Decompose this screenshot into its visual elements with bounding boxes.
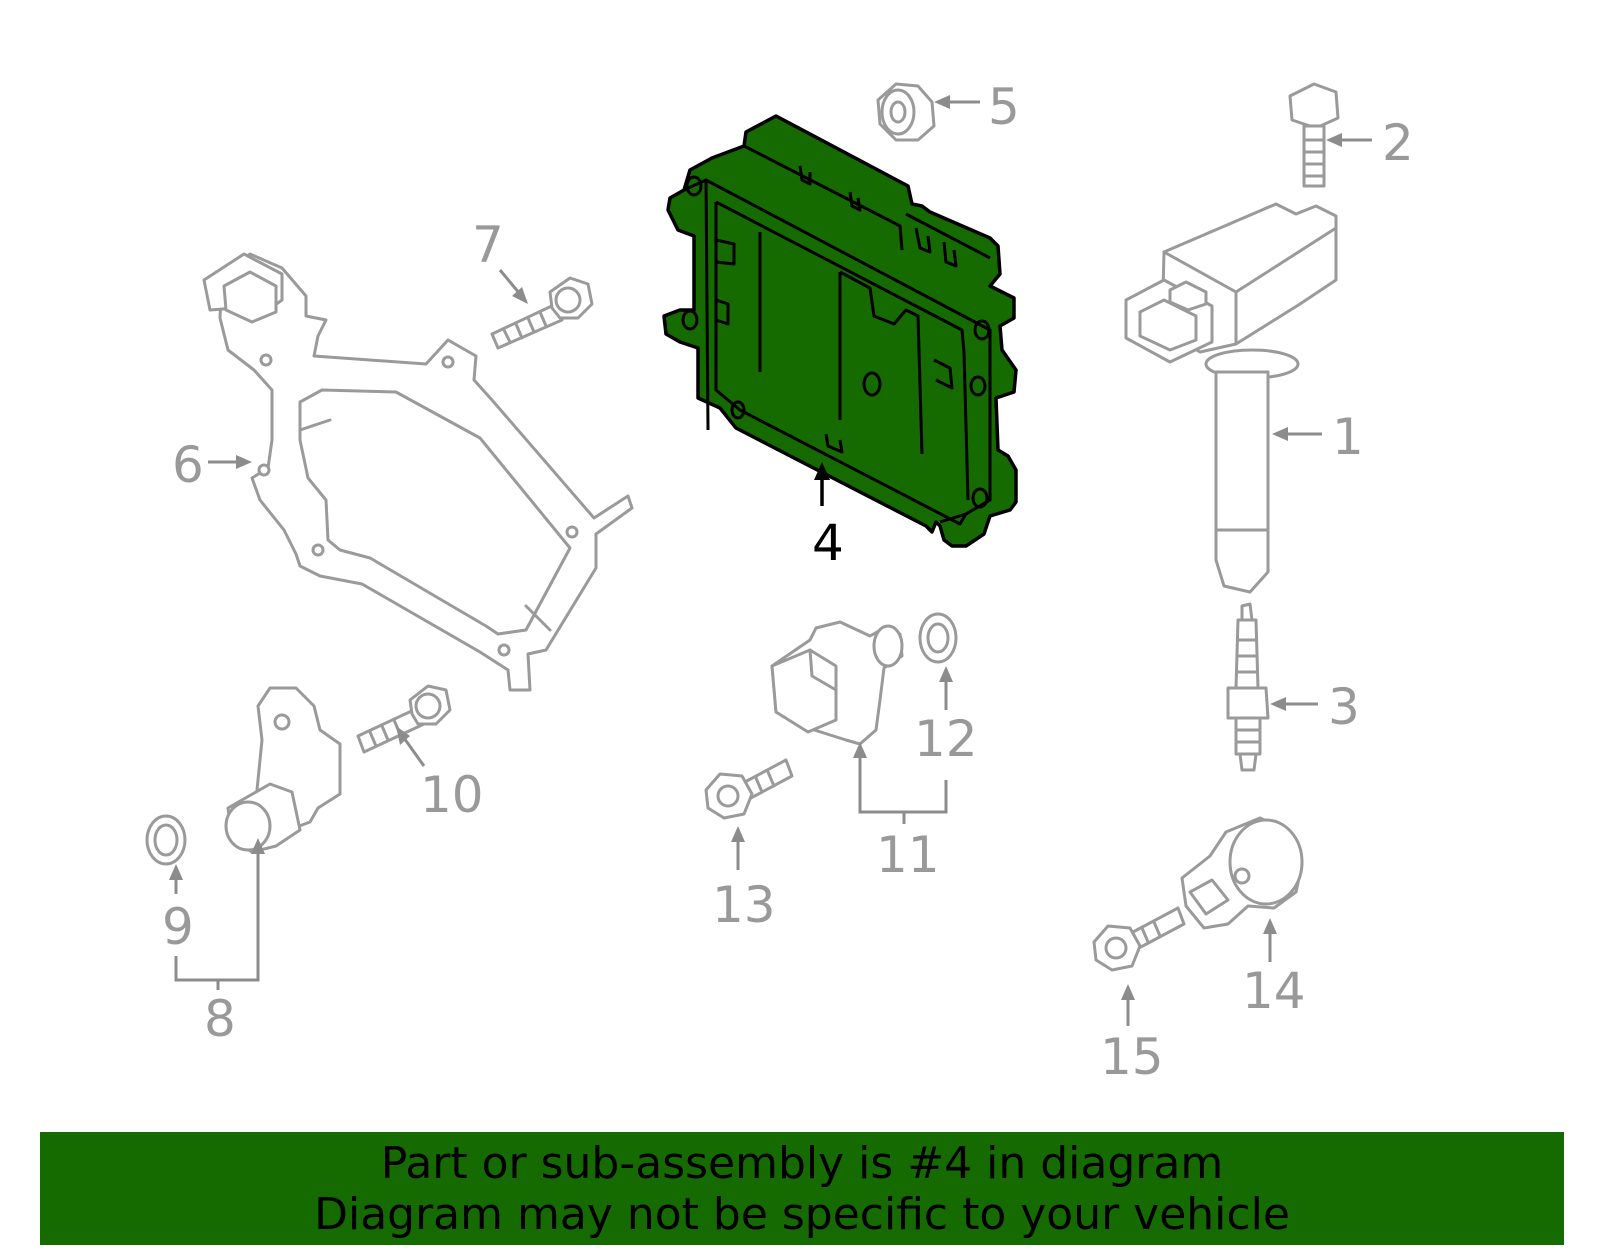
part-15-bolt[interactable] xyxy=(1092,906,1186,972)
callout-5[interactable]: 5 xyxy=(988,78,1020,136)
part-6-bracket[interactable] xyxy=(202,252,634,692)
part-8-sensor[interactable] xyxy=(224,686,342,854)
callout-14[interactable]: 14 xyxy=(1242,962,1306,1020)
part-5-nut[interactable] xyxy=(876,82,936,142)
banner-line-part-info: Part or sub-assembly is #4 in diagram xyxy=(380,1137,1224,1189)
part-10-bolt[interactable] xyxy=(356,684,452,754)
callout-3[interactable]: 3 xyxy=(1328,678,1360,736)
callout-11[interactable]: 11 xyxy=(876,826,940,884)
callout-labels: 1 2 3 4 5 6 7 8 9 10 11 12 13 14 15 xyxy=(162,78,1414,1086)
callout-12[interactable]: 12 xyxy=(914,710,978,768)
callout-1[interactable]: 1 xyxy=(1332,408,1364,466)
part-11-sensor[interactable] xyxy=(770,620,904,746)
part-3-spark-plug[interactable] xyxy=(1226,602,1270,772)
part-13-bolt[interactable] xyxy=(704,758,794,820)
callout-8[interactable]: 8 xyxy=(204,990,236,1048)
leader-lines xyxy=(169,95,1372,1026)
callout-13[interactable]: 13 xyxy=(712,876,776,934)
callout-15[interactable]: 15 xyxy=(1100,1028,1164,1086)
part-1-ignition-coil[interactable] xyxy=(1124,202,1338,594)
part-14-knock-sensor[interactable] xyxy=(1180,816,1304,930)
part-7-bolt[interactable] xyxy=(490,276,594,350)
banner-line-disclaimer: Diagram may not be specific to your vehi… xyxy=(314,1188,1290,1240)
callout-9[interactable]: 9 xyxy=(162,898,194,956)
callout-4[interactable]: 4 xyxy=(812,514,844,572)
info-banner: Part or sub-assembly is #4 in diagram Di… xyxy=(40,1132,1564,1245)
part-2-bolt[interactable] xyxy=(1288,82,1340,188)
callout-2[interactable]: 2 xyxy=(1382,114,1414,172)
part-9-oring[interactable] xyxy=(145,814,187,866)
callout-7[interactable]: 7 xyxy=(472,216,504,274)
callout-10[interactable]: 10 xyxy=(420,766,484,824)
part-12-oring[interactable] xyxy=(918,612,958,664)
part-4-ecm-highlighted[interactable] xyxy=(662,114,1018,548)
callout-6[interactable]: 6 xyxy=(172,436,204,494)
